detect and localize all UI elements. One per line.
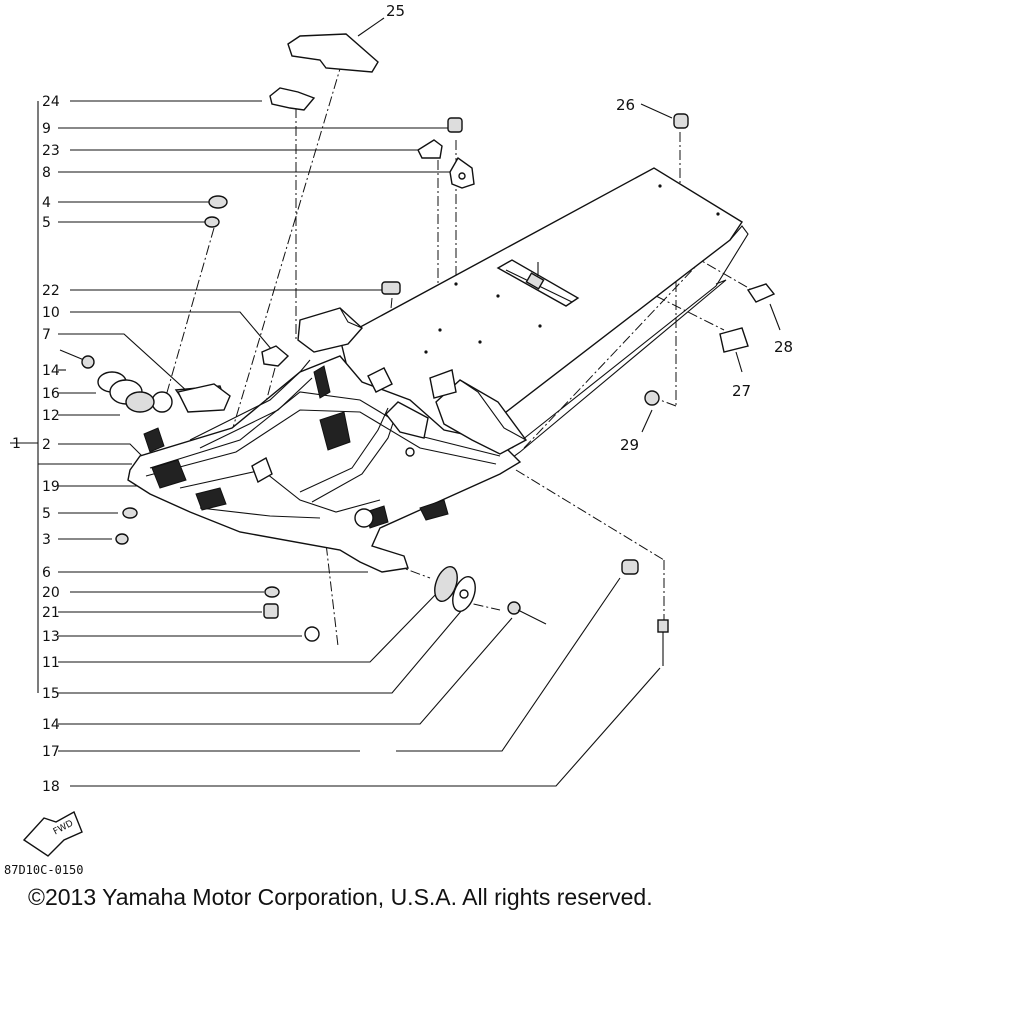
label-15: 15: [42, 686, 60, 702]
label-29: 29: [620, 436, 639, 454]
left-labels: 24 9 23 8 4 5 22 10 7 14 16 12 2 19 5 3 …: [42, 94, 60, 795]
label-14: 14: [42, 363, 60, 379]
part-18: [657, 619, 669, 666]
label-17: 17: [42, 744, 60, 760]
parts: [59, 33, 776, 666]
part-12: [176, 383, 231, 413]
part-4: [208, 195, 228, 209]
label-13: 13: [42, 629, 60, 645]
label-9: 9: [42, 121, 51, 137]
label-19: 19: [42, 479, 60, 495]
label-11: 11: [42, 655, 60, 671]
leader-lines: [38, 17, 781, 787]
label-7: 7: [42, 327, 51, 343]
part-22: [381, 281, 401, 295]
diagram-code: 87D10C-0150: [4, 863, 83, 877]
label-24: 24: [42, 94, 60, 110]
part-10: [261, 345, 290, 367]
part-27: [719, 327, 749, 353]
part-15: [452, 576, 476, 612]
part-5b-grommet: [122, 507, 138, 519]
fwd-arrow: FWD: [22, 811, 83, 857]
group-bracket: 1: [10, 101, 39, 693]
label-5: 5: [42, 215, 51, 231]
label-27: 27: [732, 382, 751, 400]
part-14: [59, 349, 95, 369]
label-5b: 5: [42, 506, 51, 522]
part-16: [97, 371, 155, 413]
part-25: [287, 33, 379, 73]
part-9: [447, 117, 463, 133]
right-labels: 25 26 27 28 29: [386, 2, 793, 454]
copyright-notice: ©2013 Yamaha Motor Corporation, U.S.A. A…: [28, 884, 653, 910]
label-22: 22: [42, 283, 60, 299]
label-6: 6: [42, 565, 51, 581]
part-3: [115, 533, 129, 545]
label-4: 4: [42, 195, 51, 211]
label-16: 16: [42, 386, 60, 402]
part-28: [746, 283, 776, 303]
part-13: [304, 626, 320, 642]
label-3: 3: [42, 532, 51, 548]
label-26: 26: [616, 96, 635, 114]
label-12: 12: [42, 408, 60, 424]
label-25: 25: [386, 2, 405, 20]
part-20: [264, 586, 280, 598]
label-23: 23: [42, 143, 60, 159]
label-18: 18: [42, 779, 60, 795]
part-29: [644, 390, 660, 406]
label-10: 10: [42, 305, 60, 321]
label-20: 20: [42, 585, 60, 601]
part-17: [621, 559, 639, 575]
label-21: 21: [42, 605, 60, 621]
part-5: [204, 216, 220, 228]
group-label: 1: [12, 436, 21, 452]
part-23: [417, 139, 443, 159]
part-26: [673, 113, 689, 129]
label-2: 2: [42, 437, 51, 453]
label-14b: 14: [42, 717, 60, 733]
part-21: [263, 603, 279, 619]
label-28: 28: [774, 338, 793, 356]
fender-frame: [127, 167, 749, 573]
part-24: [269, 87, 316, 111]
part-14b: [507, 601, 547, 625]
label-8: 8: [42, 165, 51, 181]
